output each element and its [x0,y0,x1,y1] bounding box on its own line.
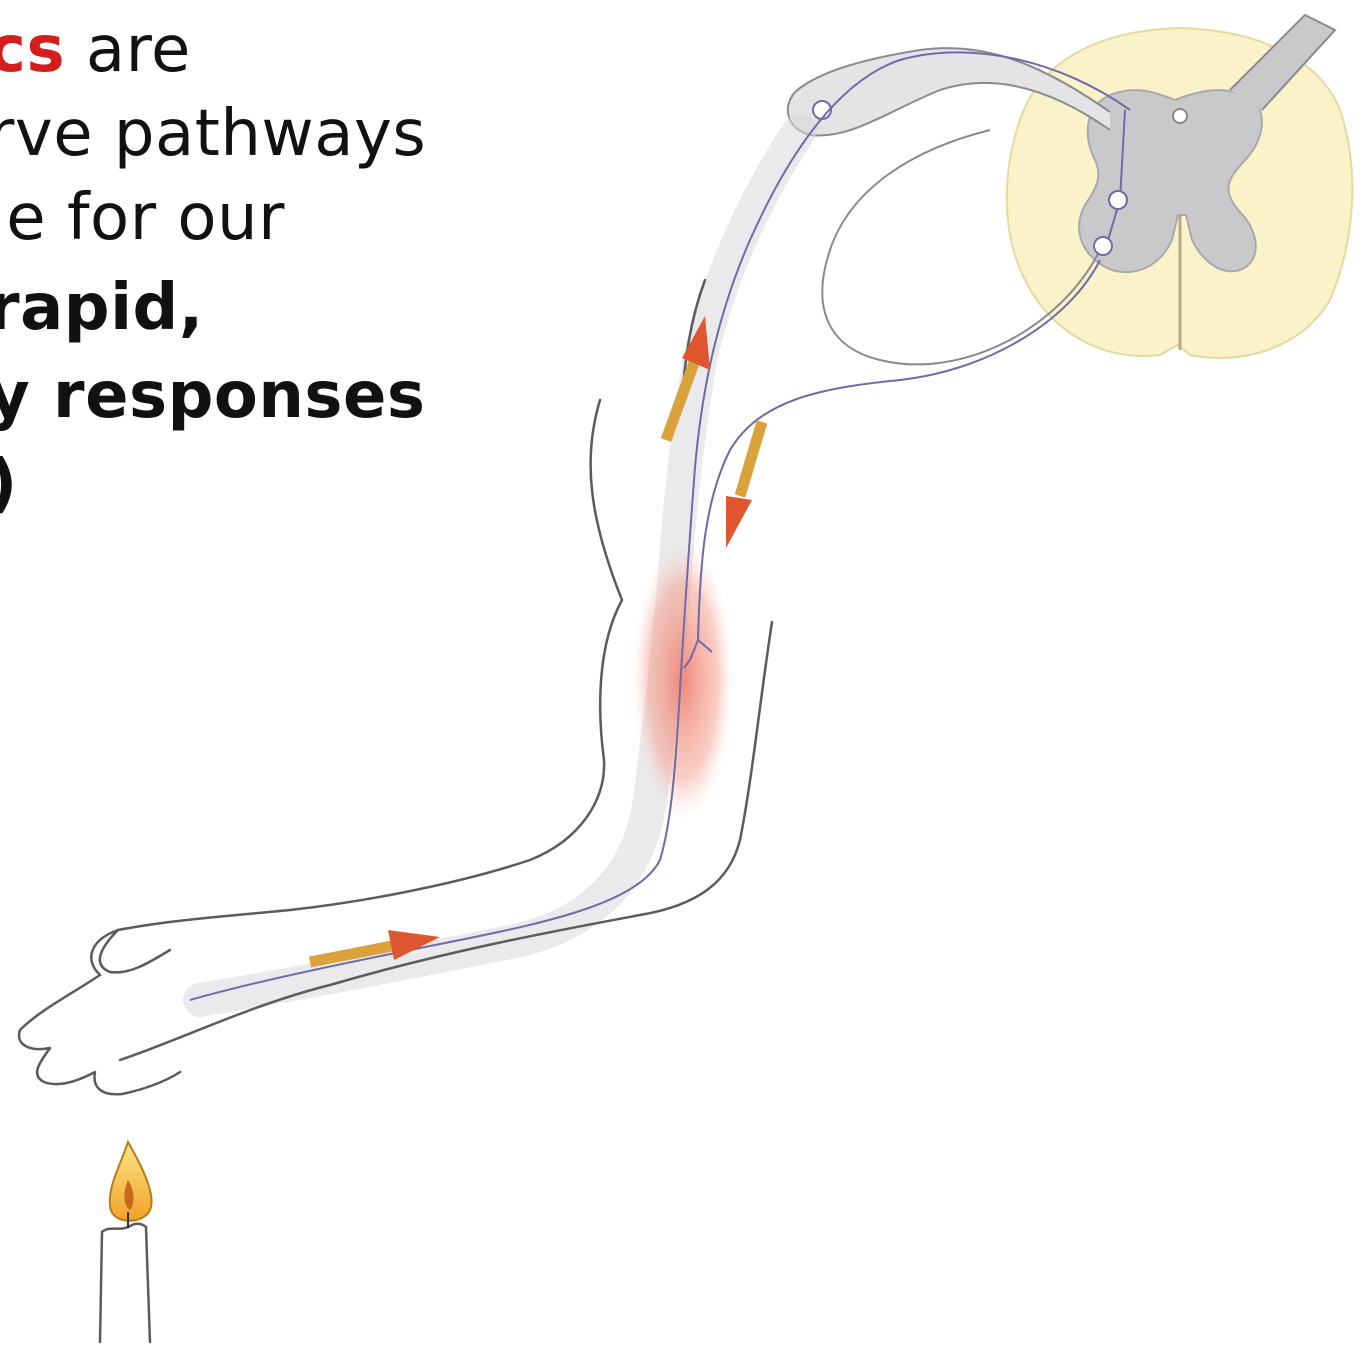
spinal-cord-icon [1007,28,1353,358]
thumb-outline [100,930,170,972]
muscle-icon [633,540,733,820]
candle-icon [100,1142,152,1342]
sensory-neuron-fiber [190,52,1130,1000]
central-canal [1173,109,1187,123]
hand-outline [19,975,180,1094]
motor-neuron-body [1094,237,1112,255]
candle-body [100,1224,150,1342]
interneuron-body [1109,191,1127,209]
motor-arrow-upper-arm [726,422,762,548]
nerve-fibers [190,52,1130,1000]
arm-upper-outline [91,400,622,975]
